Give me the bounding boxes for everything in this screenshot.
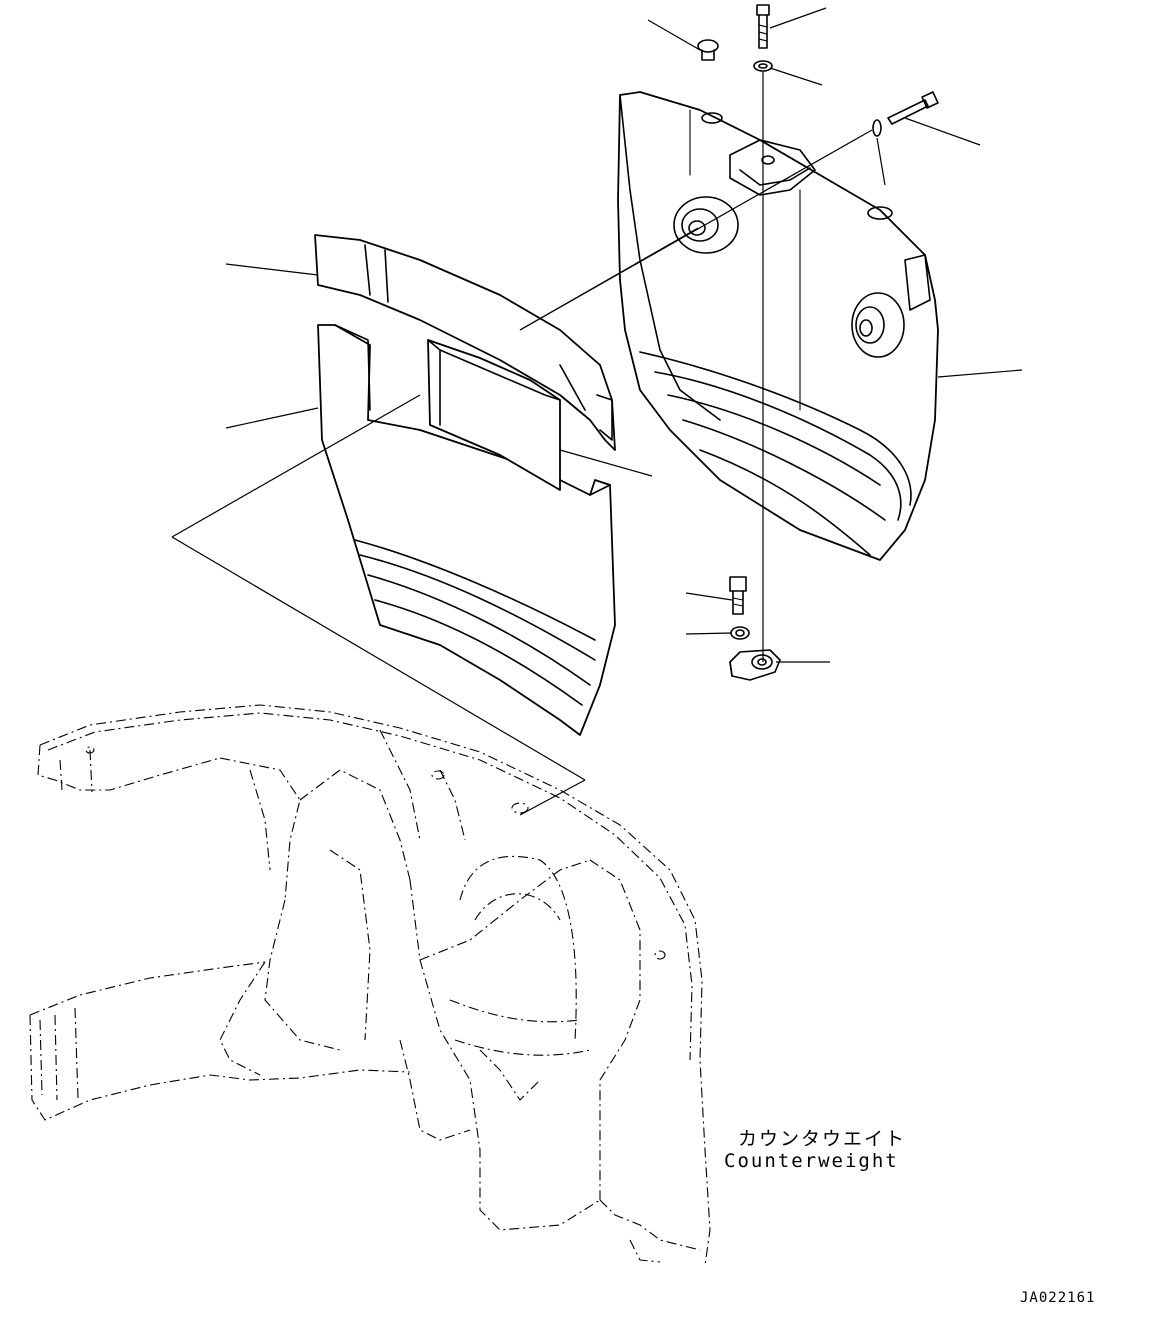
callout-leaders [225, 7, 1023, 663]
counterweight-label-jp: カウンタウエイト [738, 1128, 907, 1150]
cover-panel-right [617, 91, 939, 561]
cover-plate-upper [314, 234, 616, 451]
washer-top-center [753, 60, 773, 72]
cover-plate-insert [427, 339, 561, 491]
washer-lower [730, 626, 750, 640]
counterweight-label-en: Counterweight [724, 1150, 899, 1172]
cover-plate-main [317, 324, 616, 736]
drawing-id: JA022161 [1020, 1290, 1096, 1306]
assembly-lines [171, 72, 873, 816]
bolt-lower [729, 576, 747, 615]
counterweight-body [29, 704, 711, 1266]
bolt-top-right [887, 91, 939, 125]
bolt-top-center [756, 4, 770, 49]
bracket-lower [729, 649, 781, 681]
washer-top-right [872, 119, 882, 137]
plug-top-left [697, 39, 719, 61]
